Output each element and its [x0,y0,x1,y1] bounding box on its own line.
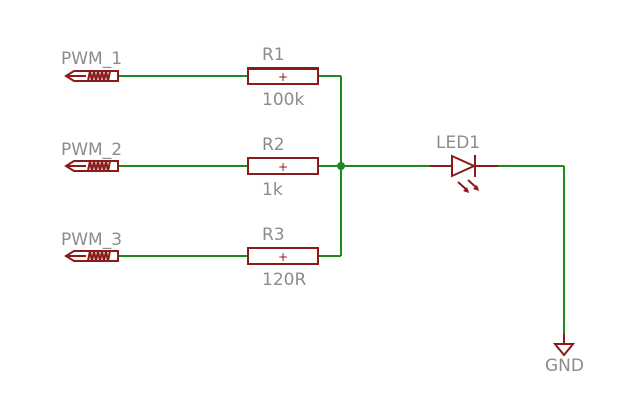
pwm1-spring-icon [87,70,111,82]
r3-mark: + [278,250,288,264]
ground-symbol: GND [545,334,584,376]
pwm2-connector: PWM_2 [61,140,122,172]
r1-designator: R1 [262,45,285,65]
r2-mark: + [278,160,288,174]
r2-designator: R2 [262,135,285,155]
pwm2-label: PWM_2 [61,140,122,160]
r1-mark: + [278,70,288,84]
led1-triangle-icon [451,154,477,178]
r3-body [247,247,319,265]
pwm1-connector: PWM_1 [61,49,122,82]
r3-value: 120R [262,270,306,290]
ground-icon [552,343,576,357]
r2-value: 1k [262,180,283,200]
r2-body [247,157,319,175]
resistor-r2: R2 + 1k [247,135,319,200]
r1-value: 100k [262,90,304,110]
r3-designator: R3 [262,225,285,245]
pwm3-connector: PWM_3 [61,230,122,262]
pwm2-pin-icon [64,160,119,172]
ground-label: GND [545,356,584,376]
led1: LED1 [430,133,498,193]
pwm1-pin-icon [64,70,119,82]
led1-designator: LED1 [436,133,480,153]
pwm1-label: PWM_1 [61,49,122,69]
pwm2-spring-icon [87,160,111,172]
pwm3-spring-icon [87,250,111,262]
junction-dot [337,162,345,170]
resistor-r1: R1 + 100k [247,45,319,110]
wires [118,75,565,334]
pwm3-label: PWM_3 [61,230,122,250]
resistor-r3: R3 + 120R [247,225,319,290]
light-emission-icon [457,179,479,193]
pwm3-pin-icon [64,250,119,262]
